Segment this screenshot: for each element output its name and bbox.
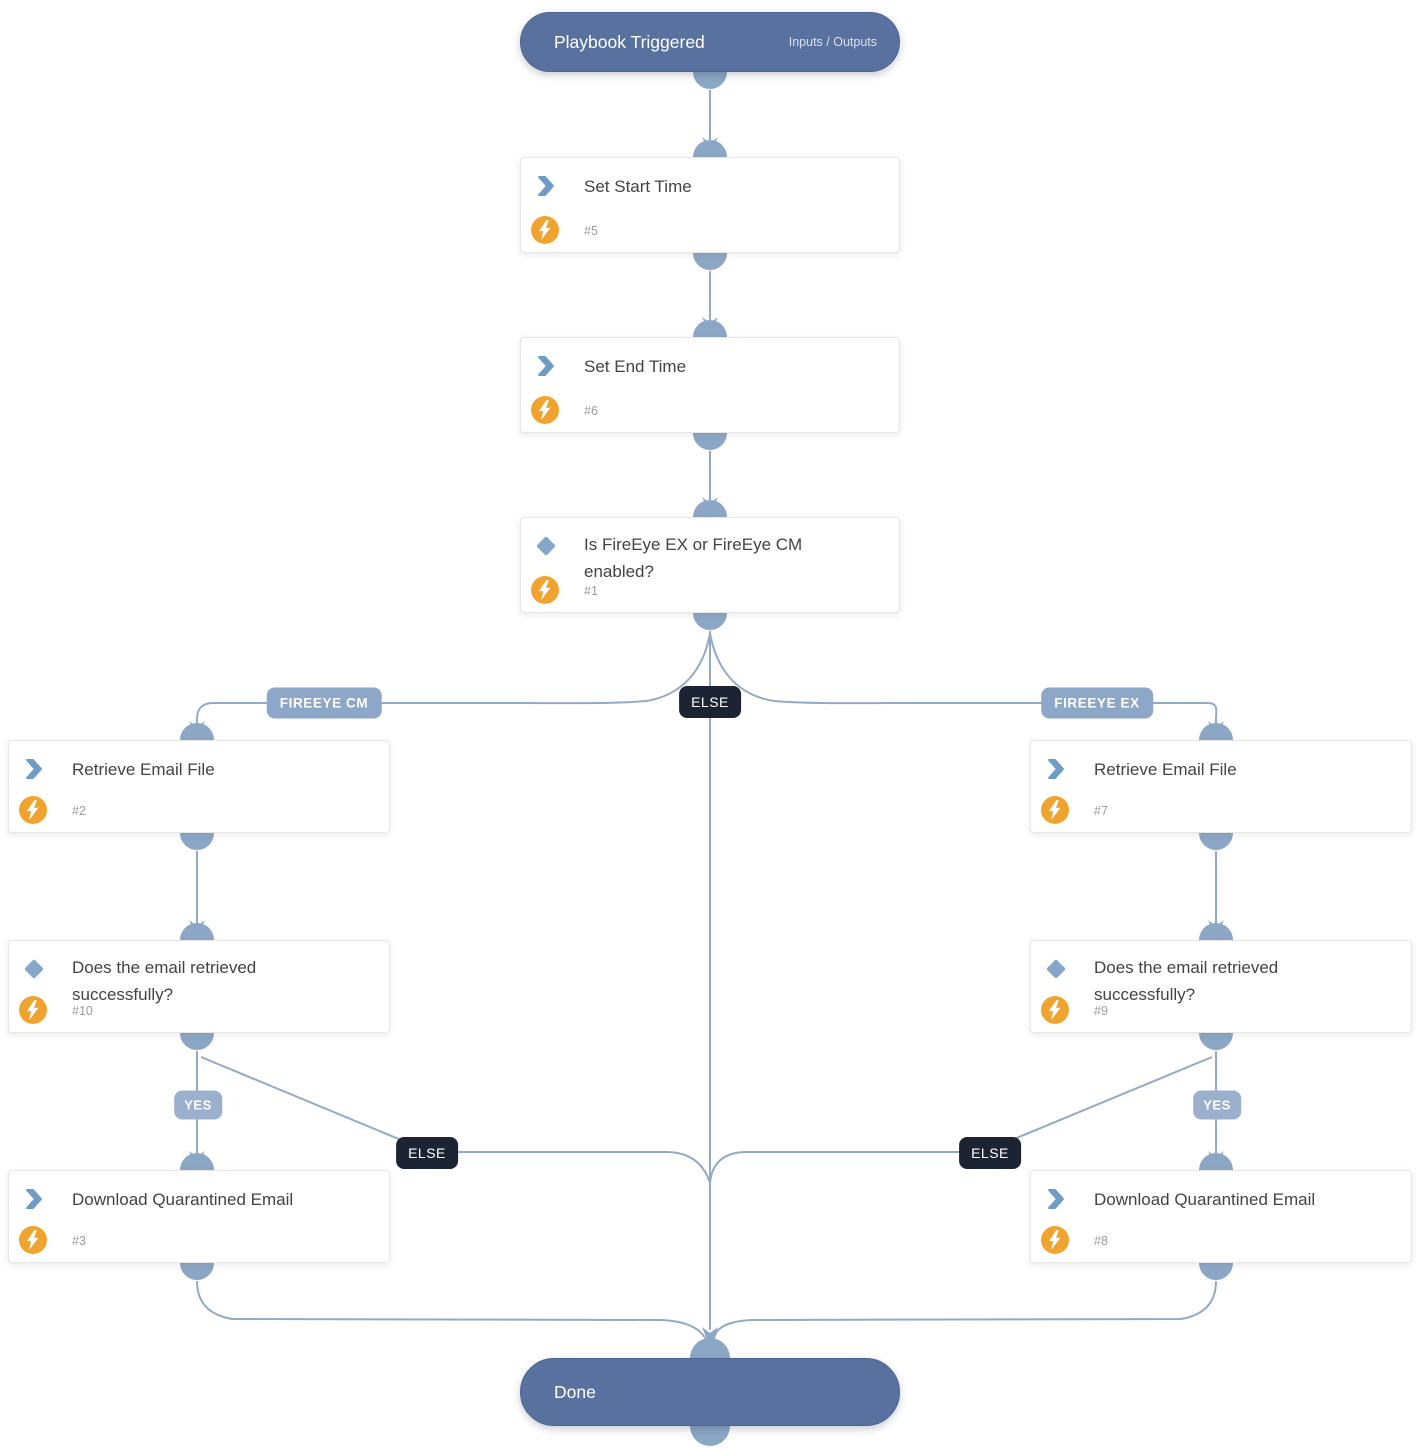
task-title: Set End Time [584,357,687,376]
task-chevron-icon [1045,758,1067,780]
task-chevron-icon [535,175,557,197]
playbook-triggered-node[interactable]: Playbook Triggered Inputs / Outputs [520,12,900,72]
automation-bolt-icon [19,1226,47,1254]
task-node-retrieve-email-file-ex[interactable]: Retrieve Email File #7 [1030,740,1412,833]
task-node-download-quarantined-email-cm[interactable]: Download Quarantined Email #3 [8,1170,390,1263]
branch-label-fireeye-cm: FIREEYE CM [266,687,382,719]
yes-label-right: YES [1193,1090,1241,1120]
task-node-download-quarantined-email-ex[interactable]: Download Quarantined Email #8 [1030,1170,1412,1263]
task-number: #8 [1094,1234,1108,1248]
condition-title: Does the email retrieved successfully? [1094,958,1279,1004]
automation-bolt-icon [531,396,559,424]
automation-bolt-icon [19,796,47,824]
else-label-left: ELSE [396,1137,458,1169]
condition-number: #9 [1094,1004,1108,1018]
task-chevron-icon [535,355,557,377]
done-node[interactable]: Done [520,1358,900,1426]
condition-node-email-retrieved-ex[interactable]: Does the email retrieved successfully? #… [1030,940,1412,1033]
inputs-outputs-link[interactable]: Inputs / Outputs [788,35,877,49]
condition-diamond-icon [1045,958,1067,980]
condition-node-email-retrieved-cm[interactable]: Does the email retrieved successfully? #… [8,940,390,1033]
task-node-set-end-time[interactable]: Set End Time #6 [520,337,900,433]
task-node-set-start-time[interactable]: Set Start Time #5 [520,157,900,253]
task-node-retrieve-email-file-cm[interactable]: Retrieve Email File #2 [8,740,390,833]
task-title: Set Start Time [584,177,692,196]
condition-node-fireeye-enabled[interactable]: Is FireEye EX or FireEye CM enabled? #1 [520,517,900,613]
yes-label-left: YES [174,1090,222,1120]
condition-number: #1 [584,584,598,598]
automation-bolt-icon [19,996,47,1024]
automation-bolt-icon [531,216,559,244]
task-chevron-icon [23,758,45,780]
condition-title: Does the email retrieved successfully? [72,958,257,1004]
task-title: Retrieve Email File [72,760,215,779]
automation-bolt-icon [531,576,559,604]
automation-bolt-icon [1041,1226,1069,1254]
task-title: Download Quarantined Email [1094,1190,1316,1209]
task-title: Retrieve Email File [1094,760,1237,779]
done-title: Done [554,1381,596,1402]
branch-label-fireeye-ex: FIREEYE EX [1041,687,1153,719]
condition-diamond-icon [535,535,557,557]
trigger-title: Playbook Triggered [554,31,705,52]
condition-title: Is FireEye EX or FireEye CM enabled? [584,535,803,581]
task-number: #7 [1094,804,1108,818]
condition-number: #10 [72,1004,93,1018]
task-number: #5 [584,224,598,238]
task-number: #2 [72,804,86,818]
task-number: #6 [584,404,598,418]
task-chevron-icon [1045,1188,1067,1210]
task-chevron-icon [23,1188,45,1210]
else-label-root: ELSE [679,686,741,718]
automation-bolt-icon [1041,996,1069,1024]
task-number: #3 [72,1234,86,1248]
automation-bolt-icon [1041,796,1069,824]
condition-diamond-icon [23,958,45,980]
else-label-right: ELSE [959,1137,1021,1169]
task-title: Download Quarantined Email [72,1190,294,1209]
